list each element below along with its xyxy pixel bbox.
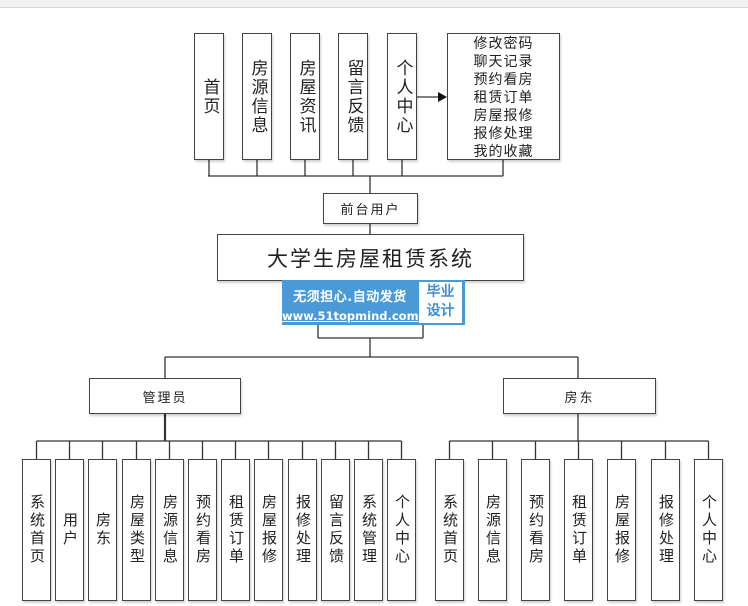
admin-module-box: 系统首页: [22, 459, 51, 601]
module-label: 房源信息: [247, 58, 268, 135]
landlord-module-box: 租赁订单: [564, 459, 593, 601]
front-module-box: 留言反馈: [338, 33, 368, 160]
landlord-node: 房东: [503, 378, 656, 414]
module-label: 首页: [199, 77, 220, 116]
personal-center-submenu: 修改密码聊天记录预约看房租赁订单房屋报修报修处理我的收藏: [447, 33, 560, 160]
front-module-box: 房源信息: [242, 33, 272, 160]
submenu-item: 预约看房: [473, 72, 534, 88]
system-title: 大学生房屋租赁系统: [267, 246, 474, 271]
module-label: 报修处理: [294, 494, 312, 566]
module-label: 留言反馈: [327, 494, 345, 566]
window-top-strip: [0, 0, 748, 8]
module-label: 房源信息: [161, 494, 179, 566]
landlord-module-box: 系统首页: [435, 459, 464, 601]
module-label: 个人中心: [700, 494, 718, 566]
module-label: 留言反馈: [343, 58, 364, 135]
submenu-item: 报修处理: [473, 126, 534, 142]
arrow-head-icon: [438, 92, 447, 102]
front-user-node: 前台用户: [323, 193, 418, 224]
module-label: 预约看房: [527, 494, 545, 566]
module-label: 个人中心: [392, 58, 413, 135]
module-label: 系统首页: [441, 494, 459, 566]
module-label: 个人中心: [393, 494, 411, 566]
front-user-label: 前台用户: [340, 203, 401, 218]
front-module-box: 首页: [194, 33, 224, 160]
submenu-item: 房屋报修: [473, 108, 534, 124]
landlord-module-box: 个人中心: [694, 459, 723, 601]
watermark-slogan: 无须担心.自动发货: [293, 290, 407, 305]
admin-node: 管理员: [89, 378, 241, 414]
admin-module-box: 留言反馈: [321, 459, 350, 601]
submenu-item: 聊天记录: [473, 54, 534, 70]
module-label: 预约看房: [194, 494, 212, 566]
admin-module-box: 房屋类型: [122, 459, 151, 601]
landlord-module-box: 报修处理: [651, 459, 680, 601]
module-label: 房源信息: [484, 494, 502, 566]
system-root-node: 大学生房屋租赁系统: [217, 234, 524, 281]
admin-module-box: 房东: [88, 459, 117, 601]
admin-module-box: 预约看房: [188, 459, 217, 601]
module-label: 房屋资讯: [295, 58, 316, 135]
admin-module-box: 房源信息: [155, 459, 184, 601]
module-label: 租赁订单: [227, 494, 245, 566]
admin-module-box: 报修处理: [288, 459, 317, 601]
landlord-module-box: 预约看房: [521, 459, 550, 601]
landlord-module-box: 房源信息: [478, 459, 507, 601]
module-label: 房屋类型: [128, 494, 146, 566]
landlord-module-box: 房屋报修: [607, 459, 636, 601]
watermark-text-block: 无须担心.自动发货 www.51topmind.com: [282, 280, 419, 325]
watermark-url[interactable]: www.51topmind.com: [282, 309, 419, 323]
module-label: 报修处理: [657, 494, 675, 566]
module-label: 用户: [61, 512, 79, 548]
module-label: 系统管理: [360, 494, 378, 566]
module-label: 系统首页: [28, 494, 46, 566]
watermark-banner: 无须担心.自动发货 www.51topmind.com 毕业设计: [282, 280, 465, 325]
admin-module-box: 系统管理: [354, 459, 383, 601]
submenu-item: 租赁订单: [473, 90, 534, 106]
module-label: 租赁订单: [570, 494, 588, 566]
module-label: 房屋报修: [260, 494, 278, 566]
module-label: 房屋报修: [613, 494, 631, 566]
front-module-box: 个人中心: [387, 33, 417, 160]
watermark-badge: 毕业设计: [419, 282, 462, 323]
admin-module-box: 租赁订单: [221, 459, 250, 601]
admin-module-box: 房屋报修: [254, 459, 283, 601]
submenu-item: 修改密码: [473, 36, 534, 52]
watermark-badge-text: 毕业设计: [426, 284, 455, 319]
landlord-label: 房东: [564, 390, 595, 406]
submenu-item: 我的收藏: [473, 144, 534, 160]
admin-module-box: 用户: [55, 459, 84, 601]
admin-module-box: 个人中心: [387, 459, 416, 601]
module-label: 房东: [94, 512, 112, 548]
admin-label: 管理员: [142, 390, 188, 406]
front-module-box: 房屋资讯: [290, 33, 320, 160]
